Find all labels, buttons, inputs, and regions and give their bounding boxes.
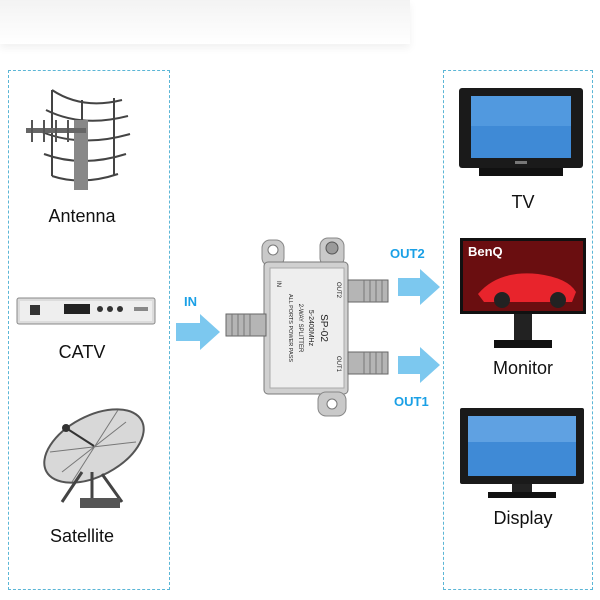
in-port-label: IN [184,294,197,309]
monitor-brand-text: BenQ [468,244,503,259]
out1-port-label: OUT1 [394,394,429,409]
crt-tv-icon [459,88,583,176]
top-band [0,0,410,44]
source-label-satellite: Satellite [49,526,115,546]
output-label-display: Display [493,508,553,528]
catv-receiver-icon [16,297,156,325]
out2-port-label: OUT2 [390,246,425,261]
outputs-panel [443,70,593,590]
output-label-tv: TV [511,192,535,212]
source-label-catv: CATV [58,342,106,362]
splitter-type-text: 2-WAY SPLITTER [297,304,303,353]
antenna-icon [26,89,131,190]
sources-panel [8,70,170,590]
display-icon [460,408,584,498]
splitter-out2-mark: OUT2 [335,282,341,299]
in-arrow [176,314,220,350]
splitter-note-text: ALL PORTS POWER PASS [287,294,293,362]
splitter-out1-mark: OUT1 [335,356,341,373]
splitter-icon: SP-02 5-2400MHz 2-WAY SPLITTER ALL PORTS… [225,237,389,417]
out1-arrow [398,347,440,383]
monitor-icon [460,238,586,348]
splitter-model-text: SP-02 [318,314,329,342]
source-label-antenna: Antenna [48,206,116,226]
splitter-freq-text: 5-2400MHz [307,310,314,347]
splitter-in-mark: IN [275,281,281,287]
satellite-dish-icon [43,408,145,508]
output-label-monitor: Monitor [492,358,554,378]
out2-arrow [398,269,440,305]
